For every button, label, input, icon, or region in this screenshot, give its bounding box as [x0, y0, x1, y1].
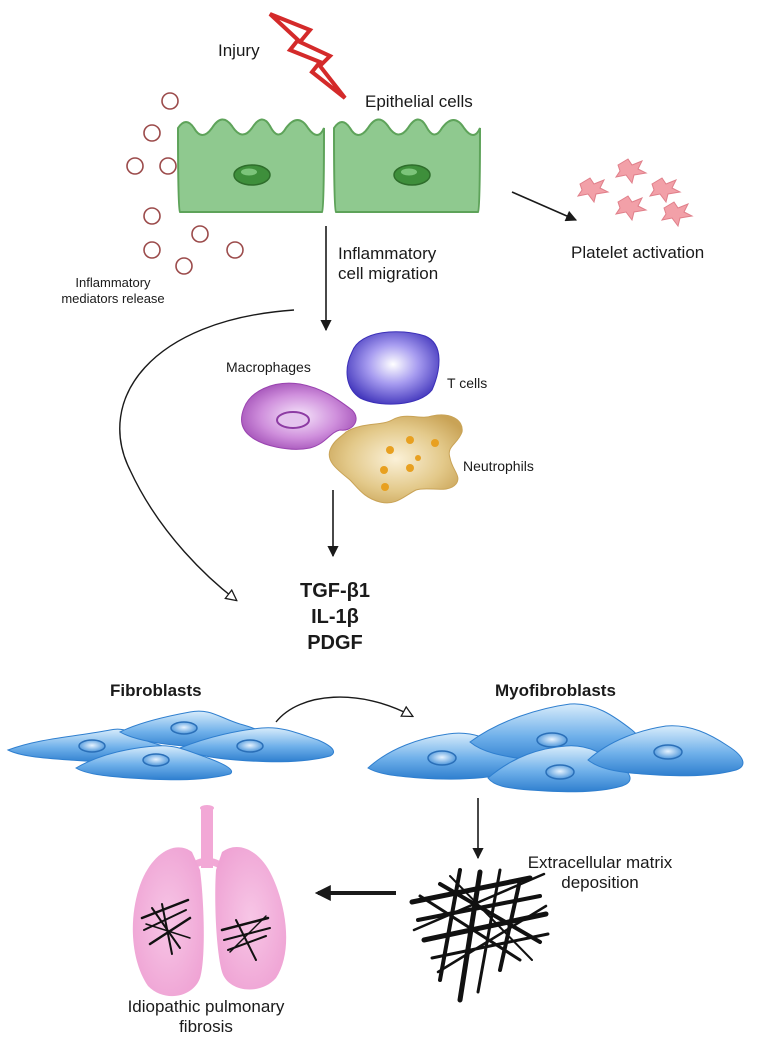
- platelet: [576, 177, 610, 204]
- ecm-deposition-label: Extracellular matrix deposition: [527, 853, 673, 893]
- lungs-icon: [132, 805, 287, 997]
- cytokine-list: TGF-β1 IL-1β PDGF: [283, 578, 387, 656]
- ecm-fiber-icon: [409, 868, 550, 1003]
- mediator-circle: [175, 257, 193, 275]
- ipf-label: Idiopathic pulmonary fibrosis: [127, 997, 285, 1037]
- platelet-group: [576, 158, 694, 228]
- fibroblast-cluster: [6, 710, 334, 781]
- cytokine-il-1beta: IL-1β: [311, 606, 359, 628]
- platelet: [614, 195, 648, 222]
- cytokine-pdgf: PDGF: [307, 632, 363, 654]
- cell-migration-label: Inflammatory cell migration: [338, 244, 439, 284]
- epithelial-cell: [332, 118, 481, 213]
- platelet-activation-label: Platelet activation: [571, 243, 705, 262]
- neutrophil: [328, 414, 463, 504]
- platelet: [614, 158, 648, 185]
- myofibroblast-cluster: [367, 703, 744, 793]
- fibroblast: [75, 745, 232, 781]
- myofibroblast: [587, 725, 744, 777]
- mediator-circle: [126, 157, 144, 175]
- lightning-icon: [268, 12, 347, 100]
- mediator-circle: [159, 157, 177, 175]
- differentiation-arrow: [275, 696, 412, 723]
- macrophage: [241, 382, 357, 450]
- mediators-release-label: Inflammatory mediators release: [61, 275, 165, 306]
- epithelial-cells-label: Epithelial cells: [365, 92, 473, 111]
- macrophages-label: Macrophages: [226, 359, 311, 375]
- t-cells-label: T cells: [447, 375, 488, 391]
- arrow-to-platelets: [511, 191, 578, 222]
- mediator-circle: [143, 241, 161, 259]
- mediator-circle: [143, 207, 161, 225]
- fibroblast: [178, 727, 334, 763]
- mediator-circle: [191, 225, 209, 243]
- platelet: [648, 177, 682, 204]
- mediator-circle: [143, 124, 161, 142]
- t-cell: [346, 331, 440, 405]
- neutrophils-label: Neutrophils: [463, 458, 534, 474]
- curved-arrow-to-cytokines: [119, 309, 295, 600]
- mediator-circle: [226, 241, 244, 259]
- mediator-circle: [161, 92, 179, 110]
- mediator-circles: [126, 92, 244, 275]
- fibroblasts-label: Fibroblasts: [110, 681, 202, 700]
- myofibroblasts-label: Myofibroblasts: [495, 681, 616, 700]
- cytokine-tgf-beta1: TGF-β1: [300, 580, 370, 602]
- injury-label: Injury: [218, 41, 260, 60]
- epithelial-cell: [176, 118, 325, 213]
- platelet: [660, 201, 694, 228]
